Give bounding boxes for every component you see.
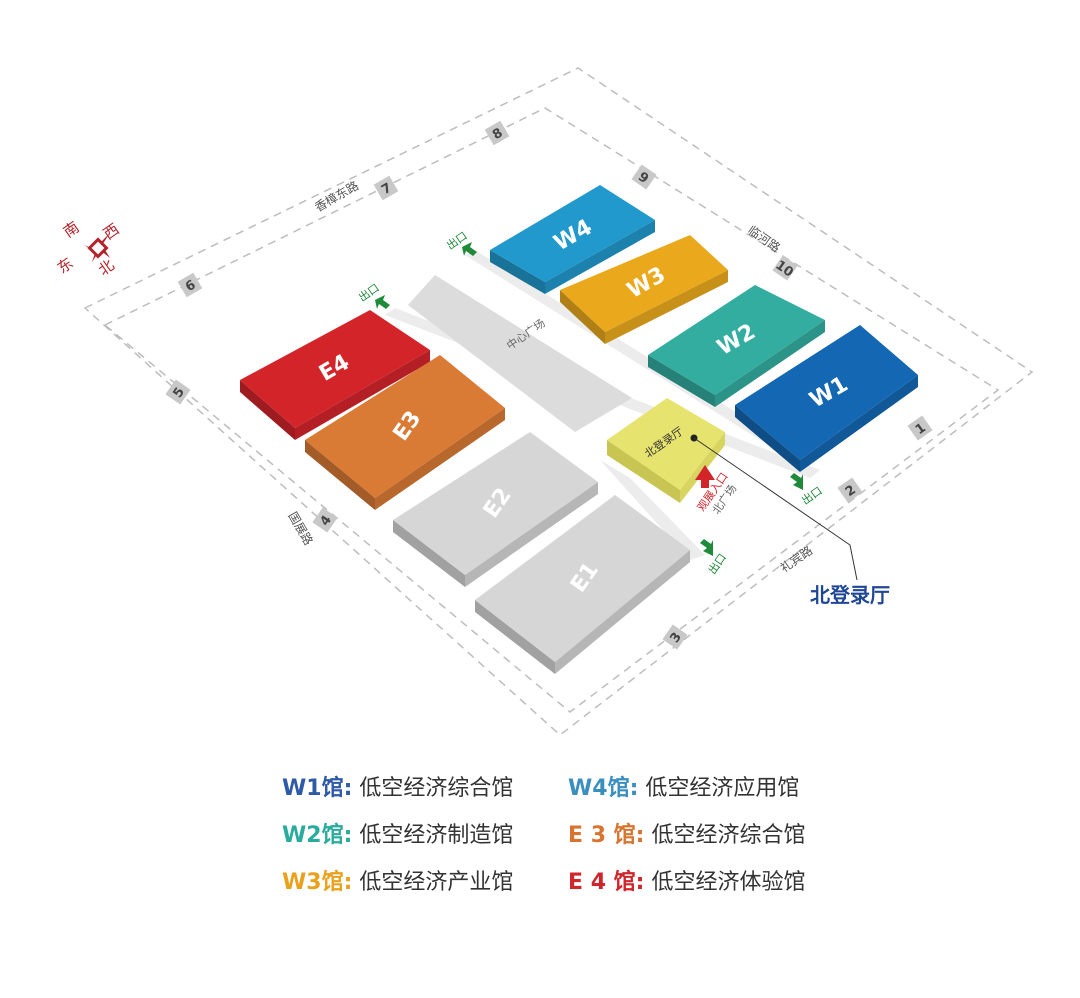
hall-side: [475, 600, 555, 674]
legend-e3: E 3 馆: 低空经济综合馆: [568, 817, 805, 849]
legend-name: W4馆:: [568, 776, 639, 801]
exit-arrow-icon: [462, 242, 477, 256]
hall-w3[interactable]: W3: [560, 235, 728, 344]
exit-label: 出口: [705, 551, 729, 577]
exit-arrow-icon: [790, 473, 803, 490]
legend-w1: W1馆: 低空经济综合馆: [282, 770, 513, 802]
gate-marker: 10: [772, 255, 798, 281]
exit-arrow-icon: [375, 295, 390, 309]
legend-e4: E 4 馆: 低空经济体验馆: [568, 864, 805, 896]
legend-desc: 低空经济综合馆: [359, 776, 514, 801]
hall-roof: [735, 325, 918, 460]
gate-marker: 2: [837, 477, 863, 503]
hall-side: [545, 220, 655, 294]
gate-marker: 6: [177, 272, 203, 298]
gate-number: 10: [772, 258, 795, 281]
exit-arrow-icon: [700, 539, 713, 556]
hall-e1[interactable]: E1: [475, 495, 690, 674]
hall-roof: [648, 285, 825, 395]
legend-name: W3馆:: [282, 870, 353, 895]
legend-w3: W3馆: 低空经济产业馆: [282, 864, 513, 896]
legend-name: W1馆:: [282, 776, 353, 801]
compass-north: 北: [95, 256, 118, 279]
hall-side: [605, 270, 728, 344]
gate-marker: 7: [373, 175, 399, 201]
gate-marker: 9: [631, 164, 657, 190]
hall-w2[interactable]: W2: [648, 285, 825, 407]
gate-marker: 4: [312, 507, 338, 533]
hall-side: [393, 520, 465, 587]
hall-side: [305, 440, 375, 510]
callout-line: [693, 437, 858, 581]
road-left: 国展路: [285, 509, 316, 548]
hall-e3[interactable]: E3: [305, 355, 505, 510]
gate-marker: 8: [484, 120, 510, 146]
hall-side: [490, 250, 545, 294]
hall-side: [240, 380, 295, 440]
hall-w1[interactable]: W1: [735, 325, 918, 472]
hall-side: [375, 408, 505, 510]
hall-roof: [475, 495, 690, 662]
compass-south: 南: [60, 218, 83, 241]
registration-side: [607, 440, 680, 503]
legend-w4: W4馆: 低空经济应用馆: [568, 770, 799, 802]
legend-w2: W2馆: 低空经济制造馆: [282, 817, 513, 849]
hall-side: [648, 355, 715, 407]
north-registration-hall[interactable]: [607, 398, 725, 490]
hall-w4[interactable]: W4: [490, 185, 655, 294]
hall-roof: [393, 432, 598, 575]
hall-roof: [305, 355, 505, 498]
legend-name: W2馆:: [282, 823, 353, 848]
compass-east: 东: [54, 254, 77, 277]
compass-icon: 南 西 东 北: [54, 218, 123, 279]
legend-name: E 4 馆:: [568, 870, 645, 895]
road-top: 香樟东路: [312, 178, 361, 215]
registration-callout: 北登录厅: [810, 583, 890, 607]
hall-side: [735, 405, 800, 472]
hall-side: [715, 320, 825, 407]
hall-side: [555, 550, 690, 674]
legend-name: E 3 馆:: [568, 823, 645, 848]
hall-e4[interactable]: E4: [240, 310, 430, 440]
entrance-arrow-icon: [695, 465, 715, 488]
gate-marker: 5: [165, 379, 191, 405]
hall-e2[interactable]: E2: [393, 432, 598, 587]
legend-desc: 低空经济产业馆: [359, 870, 514, 895]
center-plaza: [408, 275, 632, 432]
legend-desc: 低空经济综合馆: [651, 823, 806, 848]
legend-desc: 低空经济制造馆: [359, 823, 514, 848]
gate-marker: 1: [907, 415, 933, 441]
road-bottom: 礼宾路: [777, 543, 815, 576]
road-right: 临河路: [745, 222, 783, 255]
hall-side: [465, 482, 598, 587]
gate-marker: 3: [662, 624, 688, 650]
hall-roof: [560, 235, 728, 332]
legend-desc: 低空经济体验馆: [651, 870, 806, 895]
hall-side: [295, 350, 430, 440]
hall-roof: [240, 310, 430, 428]
hall-side: [800, 375, 918, 472]
legend-desc: 低空经济应用馆: [645, 776, 800, 801]
hall-side: [560, 290, 605, 344]
hall-roof: [490, 185, 655, 282]
road-boundaries: [83, 67, 1034, 736]
